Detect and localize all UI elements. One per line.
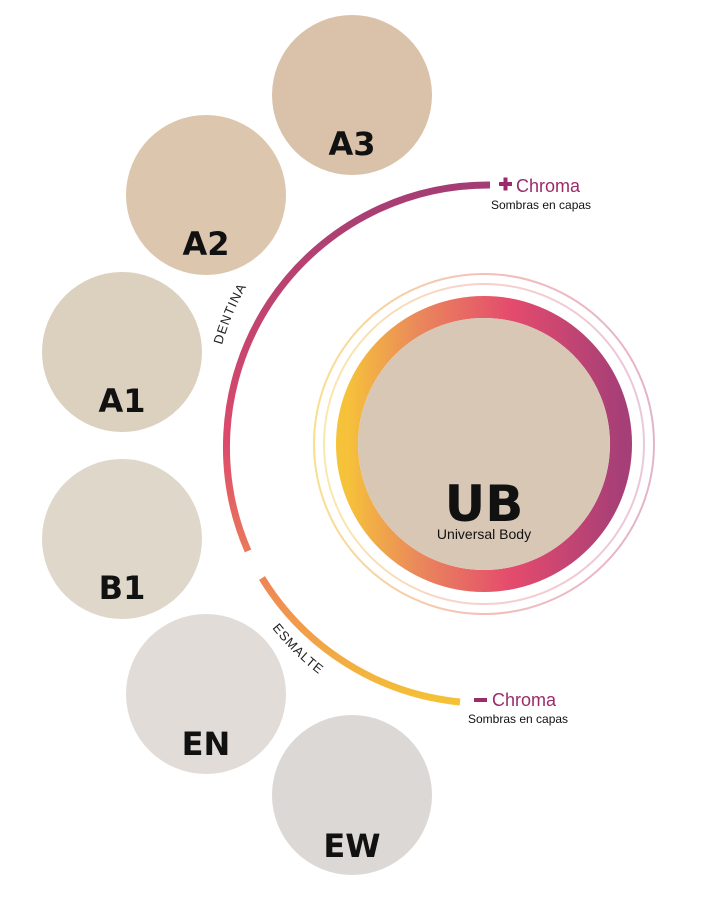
shade-swatch-en — [126, 614, 286, 774]
chroma-plus-callout: Chroma Sombras en capas — [491, 176, 591, 212]
ub-gradient-ring — [336, 296, 632, 592]
ub-title: UB — [445, 475, 524, 533]
dentina-label: DENTINA — [210, 280, 249, 346]
dentina-arc — [222, 181, 491, 553]
shade-swatch-a2 — [126, 115, 286, 275]
chroma-minus-title: Chroma — [492, 690, 557, 710]
chroma-minus-subtitle: Sombras en capas — [468, 712, 568, 726]
ub-core — [358, 318, 610, 570]
plus-icon — [499, 177, 512, 191]
esmalte-arc — [259, 576, 461, 706]
shade-swatch-b1 — [42, 459, 202, 619]
shade-swatch-a1 — [42, 272, 202, 432]
universal-body: UB Universal Body — [313, 273, 655, 615]
shade-swatch-a3 — [272, 15, 432, 175]
ub-subtitle: Universal Body — [437, 526, 531, 542]
chroma-plus-subtitle: Sombras en capas — [491, 198, 591, 212]
chroma-plus-title: Chroma — [516, 176, 581, 196]
shade-label-ew: EW — [323, 827, 380, 865]
shade-label-b1: B1 — [99, 569, 146, 607]
shade-label-a3: A3 — [328, 125, 375, 163]
shade-label-a1: A1 — [98, 382, 145, 420]
shade-label-a2: A2 — [182, 225, 229, 263]
ub-halo-outer — [313, 273, 655, 615]
minus-icon — [474, 698, 487, 702]
shade-label-en: EN — [182, 725, 231, 763]
ub-halo-inner — [323, 283, 645, 605]
chroma-minus-callout: Chroma Sombras en capas — [468, 690, 568, 726]
shade-swatch-ew — [272, 715, 432, 875]
